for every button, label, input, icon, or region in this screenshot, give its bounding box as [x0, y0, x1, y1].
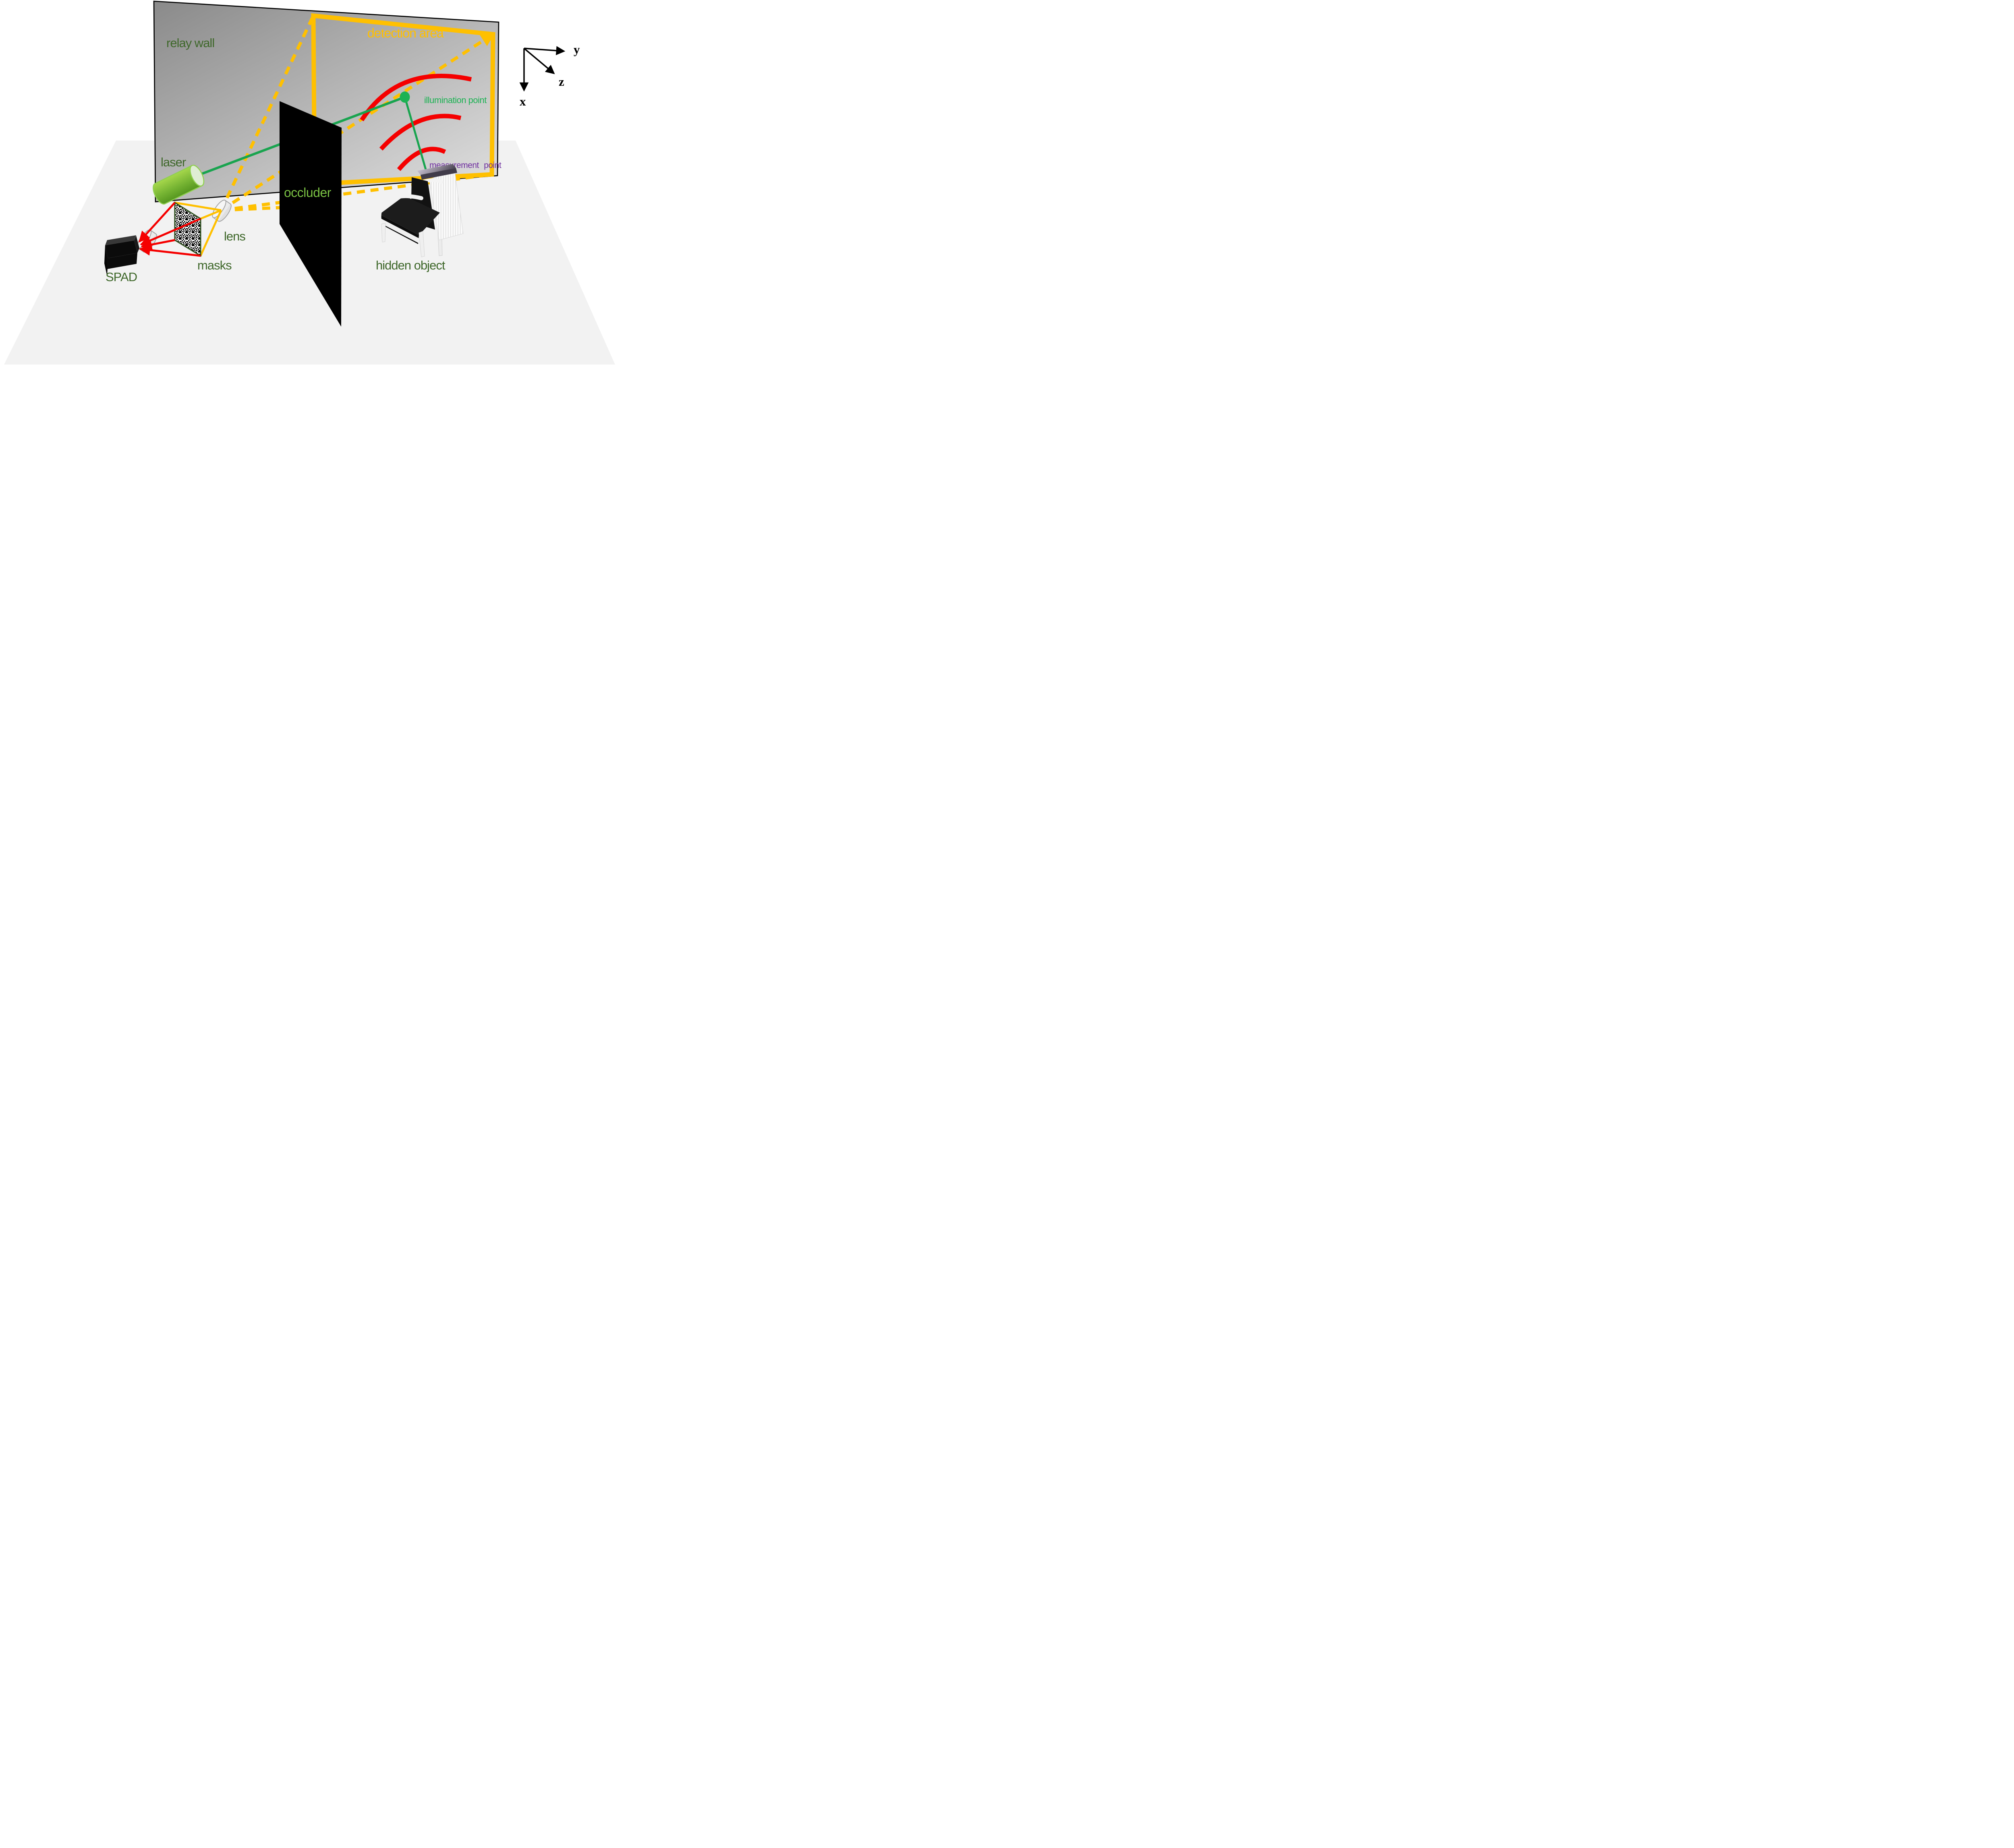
- label-axis-y: y: [574, 42, 580, 56]
- camera-assembly: [104, 199, 232, 276]
- hidden-object-chair: [377, 164, 464, 257]
- fov-dashed-line-bottomright: [221, 173, 492, 212]
- label-hidden-object: hidden object: [376, 258, 445, 272]
- label-spad: SPAD: [106, 270, 137, 284]
- occluder: [280, 101, 342, 327]
- illumination-dot: [400, 91, 410, 103]
- chair-front-left-leg: [381, 223, 386, 242]
- chair-front-right-leg: [419, 231, 425, 257]
- wave-arc-middle: [379, 114, 462, 151]
- nlos-setup-figure: relay wall detection area illumination p…: [0, 0, 619, 365]
- axis-z: [523, 48, 555, 75]
- coordinate-axes: [519, 46, 566, 92]
- label-laser: laser: [161, 155, 186, 169]
- projection-line-right: [200, 209, 222, 220]
- label-detection-area: detection area: [367, 26, 444, 40]
- measurement-line: [404, 97, 429, 177]
- laser-front-face: [189, 164, 205, 187]
- spad-detector: [104, 235, 139, 276]
- label-masks: masks: [197, 258, 232, 272]
- projection-line-top: [174, 201, 222, 211]
- label-relay-wall: relay wall: [166, 36, 214, 50]
- masks-plate: [174, 201, 201, 257]
- chair-seat-cushion: [379, 196, 440, 235]
- collection-line-4: [139, 244, 201, 257]
- collection-line-1: [139, 202, 176, 243]
- chair-near-armrest: [377, 194, 423, 226]
- chair-top-rail-front: [421, 168, 457, 180]
- chair-seat-frame: [379, 218, 419, 243]
- chair-top-rail: [417, 164, 456, 175]
- laser-body: [155, 165, 202, 204]
- projection-line-bottom: [199, 209, 222, 257]
- label-occluder: occluder: [284, 185, 332, 200]
- label-illumination-point: illumination point: [424, 95, 487, 105]
- laser-device: [153, 164, 205, 205]
- wave-arc-outer: [360, 74, 472, 122]
- relay-wall: [153, 0, 499, 203]
- label-axis-x: x: [520, 94, 526, 108]
- label-axis-z: z: [559, 75, 564, 89]
- axis-y: [524, 46, 566, 55]
- fov-dashed-line-topleft: [220, 15, 315, 211]
- label-lens: lens: [224, 229, 245, 243]
- wave-arc-inner: [397, 147, 446, 171]
